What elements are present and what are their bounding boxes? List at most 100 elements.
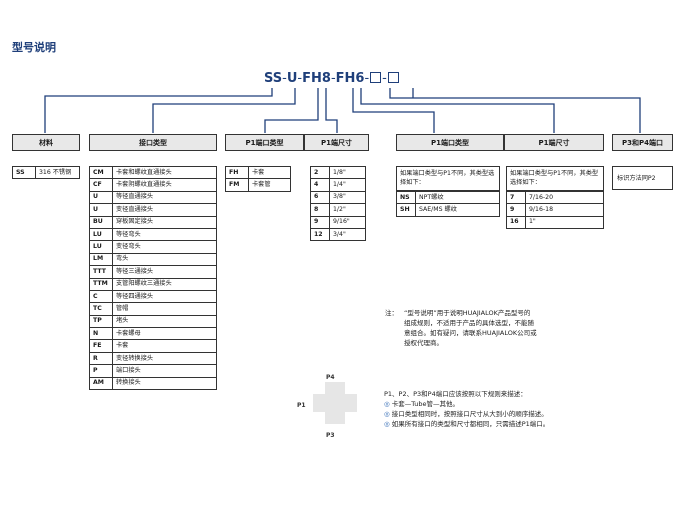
code-dash: - bbox=[297, 71, 303, 86]
desc-cell: 管帽 bbox=[112, 302, 217, 316]
code-dash: - bbox=[364, 71, 370, 86]
code-fh6: FH6 bbox=[335, 71, 365, 86]
desc-cell: 9/16-18 bbox=[525, 203, 604, 217]
rule-text: 如果所有接口的类型和尺寸都相同，只需描述P1端口。 bbox=[391, 420, 550, 428]
page-title: 型号说明 bbox=[12, 41, 56, 54]
code-dash: - bbox=[282, 71, 287, 86]
port-diagram bbox=[313, 382, 357, 424]
code-cell: R bbox=[89, 351, 113, 366]
code-cell: LM bbox=[89, 252, 113, 267]
code-cell: 9 bbox=[506, 203, 526, 217]
desc-cell: 等径直通接头 bbox=[112, 190, 217, 205]
desc-cell: SAE/MS 螺纹 bbox=[415, 203, 500, 217]
code-cell: U bbox=[89, 203, 113, 217]
note-text: “型号说明”用于说明HUAJIALOK产品型号的组成规则，不适用于产品的具体选型… bbox=[404, 308, 537, 348]
note-prefix: 注： bbox=[385, 309, 398, 317]
code-cell: 7 bbox=[506, 190, 526, 205]
code-cell: SH bbox=[396, 203, 416, 217]
bullet-icon: ◎ bbox=[384, 410, 392, 418]
note-line: “型号说明”用于说明HUAJIALOK产品型号的 bbox=[404, 309, 531, 317]
desc-cell: 端口接头 bbox=[112, 364, 217, 378]
desc-cell: 1/8" bbox=[329, 165, 366, 180]
header-pn-size: P1端尺寸 bbox=[504, 134, 604, 151]
code-cell: 6 bbox=[310, 190, 330, 205]
desc-cell: 堵头 bbox=[112, 314, 217, 329]
code-dash: - bbox=[330, 71, 336, 86]
bullet-icon: ◎ bbox=[384, 400, 392, 408]
code-cell: 2 bbox=[310, 165, 330, 180]
port-cross-shape bbox=[313, 382, 357, 424]
code-ss: SS bbox=[264, 71, 283, 86]
rule-text: 接口类型相同时，按照接口尺寸从大到小的顺序描述。 bbox=[391, 410, 548, 418]
desc-cell: 1/4" bbox=[329, 178, 366, 192]
code-cell: TTM bbox=[89, 277, 113, 291]
desc-cell: 转换接头 bbox=[112, 376, 217, 391]
desc-cell: 1/2" bbox=[329, 203, 366, 217]
rule-item: ◎ 卡套—Tube管—其他。 bbox=[384, 399, 549, 409]
port-label-p4: P4 bbox=[326, 374, 335, 381]
note-line: 意组合。如有疑问，请联系HUAJIALOK公司或 bbox=[404, 329, 537, 337]
code-cell: P bbox=[89, 364, 113, 378]
code-cell: TTT bbox=[89, 265, 113, 279]
header-pn-type: P1端口类型 bbox=[396, 134, 504, 151]
code-cell: 9 bbox=[310, 215, 330, 229]
code-cell: 8 bbox=[310, 203, 330, 217]
rule-text: 卡套—Tube管—其他。 bbox=[391, 400, 459, 408]
code-cell: BU bbox=[89, 215, 113, 229]
code-cell: SS bbox=[12, 165, 36, 180]
code-cell: N bbox=[89, 327, 113, 341]
code-cell: 12 bbox=[310, 227, 330, 242]
header-material: 材料 bbox=[12, 134, 80, 151]
rule-item: ◎ 如果所有接口的类型和尺寸都相同，只需描述P1端口。 bbox=[384, 419, 549, 429]
desc-cell: 3/4" bbox=[329, 227, 366, 242]
pn-type-note: 如果端口类型与P1不同，其类型选择如下： bbox=[396, 166, 500, 191]
desc-cell: 7/16-20 bbox=[525, 190, 604, 205]
port-label-p3: P3 bbox=[326, 432, 335, 439]
code-cell: FH bbox=[225, 165, 249, 180]
desc-cell: 等径三通接头 bbox=[112, 265, 217, 279]
code-dash: - bbox=[382, 71, 387, 86]
desc-cell: 卡套管 bbox=[248, 178, 291, 192]
code-cell: LU bbox=[89, 227, 113, 242]
desc-cell: 316 不锈钢 bbox=[35, 165, 80, 180]
code-cell: AM bbox=[89, 376, 113, 391]
desc-cell: 1" bbox=[525, 215, 604, 230]
desc-cell: 变径弯头 bbox=[112, 240, 217, 254]
code-fh8: FH8 bbox=[302, 71, 331, 86]
desc-cell: 3/8" bbox=[329, 190, 366, 205]
rules-list: ◎ 卡套—Tube管—其他。◎ 接口类型相同时，按照接口尺寸从大到小的顺序描述。… bbox=[384, 399, 549, 429]
code-cell: TP bbox=[89, 314, 113, 329]
pn-size-note: 如果端口类型与P1不同，其类型选择如下： bbox=[506, 166, 604, 191]
rules-intro: P1、P2、P3和P4端口应该按照以下规则来描述： bbox=[384, 390, 527, 398]
p3p4-note: 标识方法同P2 bbox=[612, 166, 673, 190]
header-p1-type: P1端口类型 bbox=[225, 134, 304, 151]
code-cell: 16 bbox=[506, 215, 526, 230]
code-cell: CM bbox=[89, 165, 113, 180]
desc-cell: 等径四通接头 bbox=[112, 289, 217, 304]
